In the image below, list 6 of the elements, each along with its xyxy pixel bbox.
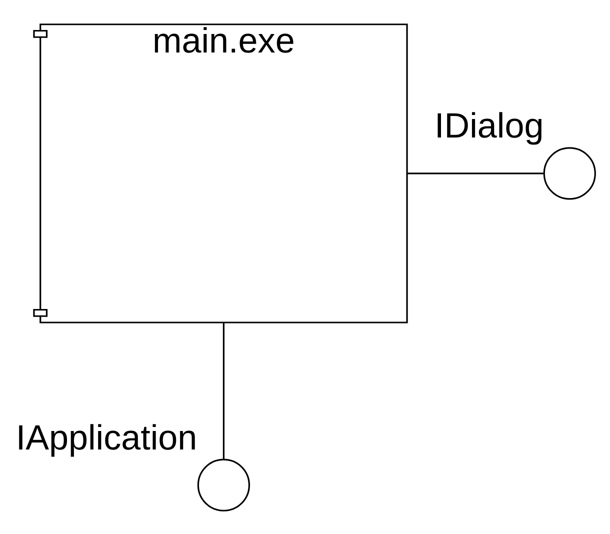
connector	[222, 322, 224, 459]
node-circle	[197, 458, 250, 511]
connector	[407, 172, 544, 174]
node-label: IDialog	[434, 106, 544, 146]
node-label: IApplication	[16, 418, 198, 457]
node-circle	[543, 146, 596, 200]
